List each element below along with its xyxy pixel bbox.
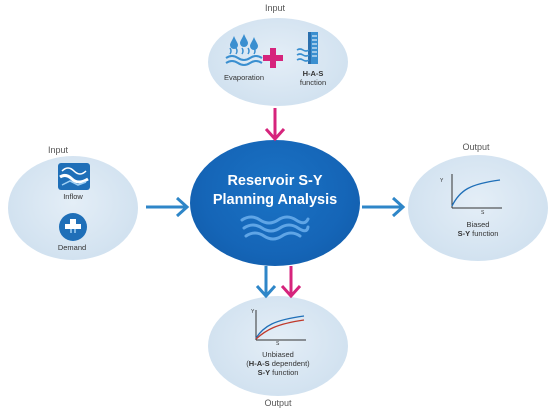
evaporation-label: Evaporation bbox=[223, 73, 265, 82]
unbiased-label-line2: (H-A-S dependent) bbox=[246, 359, 310, 368]
unbiased-label-line1: Unbiased bbox=[262, 350, 294, 359]
biased-sy-chart bbox=[451, 174, 502, 209]
center-title-line2: Planning Analysis bbox=[212, 192, 338, 208]
dam-icon bbox=[296, 32, 318, 64]
biased-axis-s: S bbox=[481, 210, 485, 216]
center-title-line1: Reservoir S-Y bbox=[227, 173, 323, 189]
blue-arrow-left-to-center bbox=[146, 196, 190, 218]
biased-axis-y: Y bbox=[440, 178, 444, 184]
unbiased-axis-s: S bbox=[276, 341, 280, 347]
pink-arrow-center-to-bottom bbox=[280, 266, 302, 299]
inflow-icon bbox=[58, 163, 90, 190]
has-label-line2: function bbox=[299, 78, 327, 87]
unbiased-axis-y: Y bbox=[251, 309, 255, 315]
blue-arrow-center-to-bottom bbox=[255, 266, 277, 299]
blue-arrow-center-to-right bbox=[362, 196, 406, 218]
pink-arrow-top-to-center bbox=[264, 108, 286, 142]
evaporation-icon bbox=[225, 34, 263, 66]
center-ellipse bbox=[190, 140, 360, 266]
right-output-label: Output bbox=[462, 142, 490, 152]
plus-icon bbox=[263, 48, 283, 68]
biased-label-line2: S-Y function bbox=[457, 229, 499, 238]
unbiased-label-line3: S-Y function bbox=[257, 368, 299, 377]
bottom-output-label: Output bbox=[264, 398, 292, 408]
unbiased-sy-chart bbox=[255, 310, 306, 341]
demand-icon bbox=[59, 213, 87, 241]
water-waves-icon bbox=[240, 215, 310, 241]
biased-label-line1: Biased bbox=[466, 220, 490, 229]
has-label-line1: H-A-S bbox=[302, 69, 324, 78]
left-input-label: Input bbox=[47, 145, 69, 155]
inflow-label: Inflow bbox=[63, 192, 83, 201]
demand-label: Demand bbox=[57, 243, 87, 252]
top-input-label: Input bbox=[264, 3, 286, 13]
bottom-output-ellipse bbox=[208, 296, 348, 396]
